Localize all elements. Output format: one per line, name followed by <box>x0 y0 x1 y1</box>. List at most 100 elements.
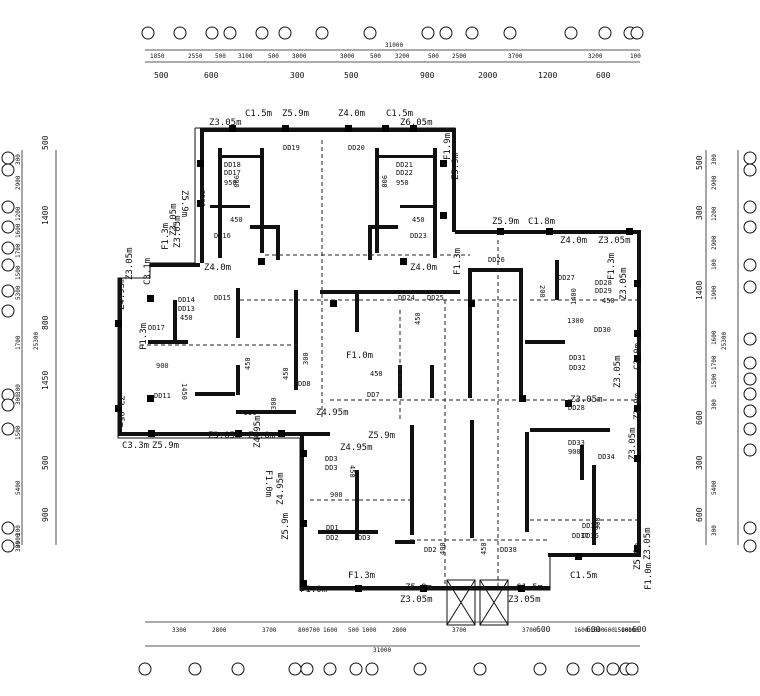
dim-right-value: 1500 <box>711 373 718 388</box>
elevation-label: C1.5m <box>386 109 413 119</box>
dim-top-value: 1850 <box>150 53 165 60</box>
plan-number: 400 <box>439 542 447 555</box>
dim-right-value: 100 <box>711 259 718 270</box>
dim-left-value: 300 <box>15 384 22 395</box>
room-label: DD19 <box>283 144 300 152</box>
elevation-label: Z3.05m <box>613 355 623 388</box>
room-label: DD33 <box>568 439 585 447</box>
dim-right-value: 600 <box>695 507 704 522</box>
dim-top-value: 2550 <box>188 53 203 60</box>
dim-top-value: 3000 <box>340 53 355 60</box>
dim-right-value: 300 <box>711 399 718 410</box>
elevation-label: Z3.05m <box>208 431 241 441</box>
room-label: DD32 <box>569 364 586 372</box>
room-label: 450 <box>282 367 290 380</box>
elevation-label: F1.3m <box>607 253 617 280</box>
elevation-label: Z4.0m <box>338 109 365 119</box>
elevation-label: F1.0m <box>346 351 373 361</box>
elevation-label: C1.8m <box>528 217 555 227</box>
elevation-label: Z3.0m <box>633 393 643 420</box>
dim-right-value: 600 <box>695 410 704 425</box>
room-label: DD3 <box>325 464 338 472</box>
dim-top-value: 100 <box>630 53 641 60</box>
room-label: DD1 <box>326 524 339 532</box>
dim-left-value: 1450 <box>41 371 50 390</box>
plan-number: 450 <box>244 357 252 370</box>
dim-right-value: 2900 <box>711 175 718 190</box>
dim-top-value: 600 <box>596 71 611 80</box>
room-label: DD34 <box>598 453 615 461</box>
room-label: DD28 <box>568 404 585 412</box>
elevation-label: Z4.95m <box>316 408 349 418</box>
room-label: DD26 <box>488 256 505 264</box>
dim-bottom-value: 500 <box>348 627 359 634</box>
dim-left-value: 5400 <box>15 480 22 495</box>
dim-bottom-value: 1000 <box>362 627 377 634</box>
elevation-label: Z5.9m <box>492 217 519 227</box>
elevation-label: F1.3m <box>348 571 375 581</box>
room-label: DD27 <box>558 274 575 282</box>
elevation-label: F1.0m <box>300 585 327 595</box>
elevation-label: Z3.05m <box>628 427 638 460</box>
dim-left-value: 5300 <box>15 285 22 300</box>
room-label: 900 <box>594 517 602 530</box>
room-label: DD23 <box>410 232 427 240</box>
elevation-label: Z5.9m <box>281 513 291 540</box>
dim-bottom-value: 2800 <box>392 627 407 634</box>
elevation-label: Z5.9m <box>179 190 189 217</box>
top-axis-bubbles <box>141 26 644 40</box>
plan-number: 2900 <box>198 190 206 207</box>
dim-left-value: 1600 <box>15 223 22 238</box>
elevation-label: Z5.9m <box>451 153 461 180</box>
elevation-label: F1.3m <box>453 248 463 275</box>
dim-top-value: 1200 <box>538 71 557 80</box>
room-label: DD2 <box>326 534 339 542</box>
room-label: DD11 <box>154 392 171 400</box>
elevation-label: C3.3m <box>122 441 149 451</box>
dim-top-value: 3000 <box>292 53 307 60</box>
room-label: DD3 <box>358 534 371 542</box>
stair-symbol <box>446 579 509 626</box>
dim-top-value: 600 <box>204 71 219 80</box>
dim-left-value: 300 <box>15 525 22 536</box>
dim-top-value: 2500 <box>452 53 467 60</box>
room-label: DD29 <box>595 287 612 295</box>
elevation-label: Z3.05m <box>400 595 433 605</box>
room-label: DD16 <box>214 232 231 240</box>
elevation-label: Z5.9m <box>152 441 179 451</box>
elevation-label: C3.0m <box>633 343 643 370</box>
dim-left-value: 1400 <box>41 206 50 225</box>
elevation-label: Z4.95m <box>253 415 263 448</box>
dim-left-value: 800 <box>41 315 50 330</box>
elevation-label: Z5.9m <box>282 109 309 119</box>
elevation-label: F1.3m <box>139 323 149 350</box>
room-label: DD24 <box>398 294 415 302</box>
elevation-label: C1.5m <box>516 583 543 593</box>
dim-top-value: 900 <box>420 71 435 80</box>
dim-left-value: 300 <box>15 154 22 165</box>
dim-right-value: 2900 <box>711 235 718 250</box>
room-label: 950 <box>224 179 237 187</box>
dim-right-value: 1200 <box>711 206 718 221</box>
room-label: 1400 <box>570 288 578 305</box>
plan-number: 300 <box>270 397 278 410</box>
left-total-dimension: 25300 <box>33 332 40 350</box>
plan-number: 450 <box>480 542 488 555</box>
plan-number: 200 <box>538 285 546 298</box>
plan-number: 450 <box>414 312 422 325</box>
dim-bottom-value: 1600 <box>590 627 605 634</box>
elevation-label: Z4.95m <box>340 443 373 453</box>
elevation-label: Z3.05m <box>508 595 541 605</box>
dim-bottom-value: 3700 <box>262 627 277 634</box>
elevation-label: Z4.0m <box>410 263 437 273</box>
room-label: DD20 <box>348 144 365 152</box>
elevation-label: C1.5m <box>570 571 597 581</box>
room-label: 900 <box>380 175 388 188</box>
dim-bottom-value: 700 <box>309 627 320 634</box>
